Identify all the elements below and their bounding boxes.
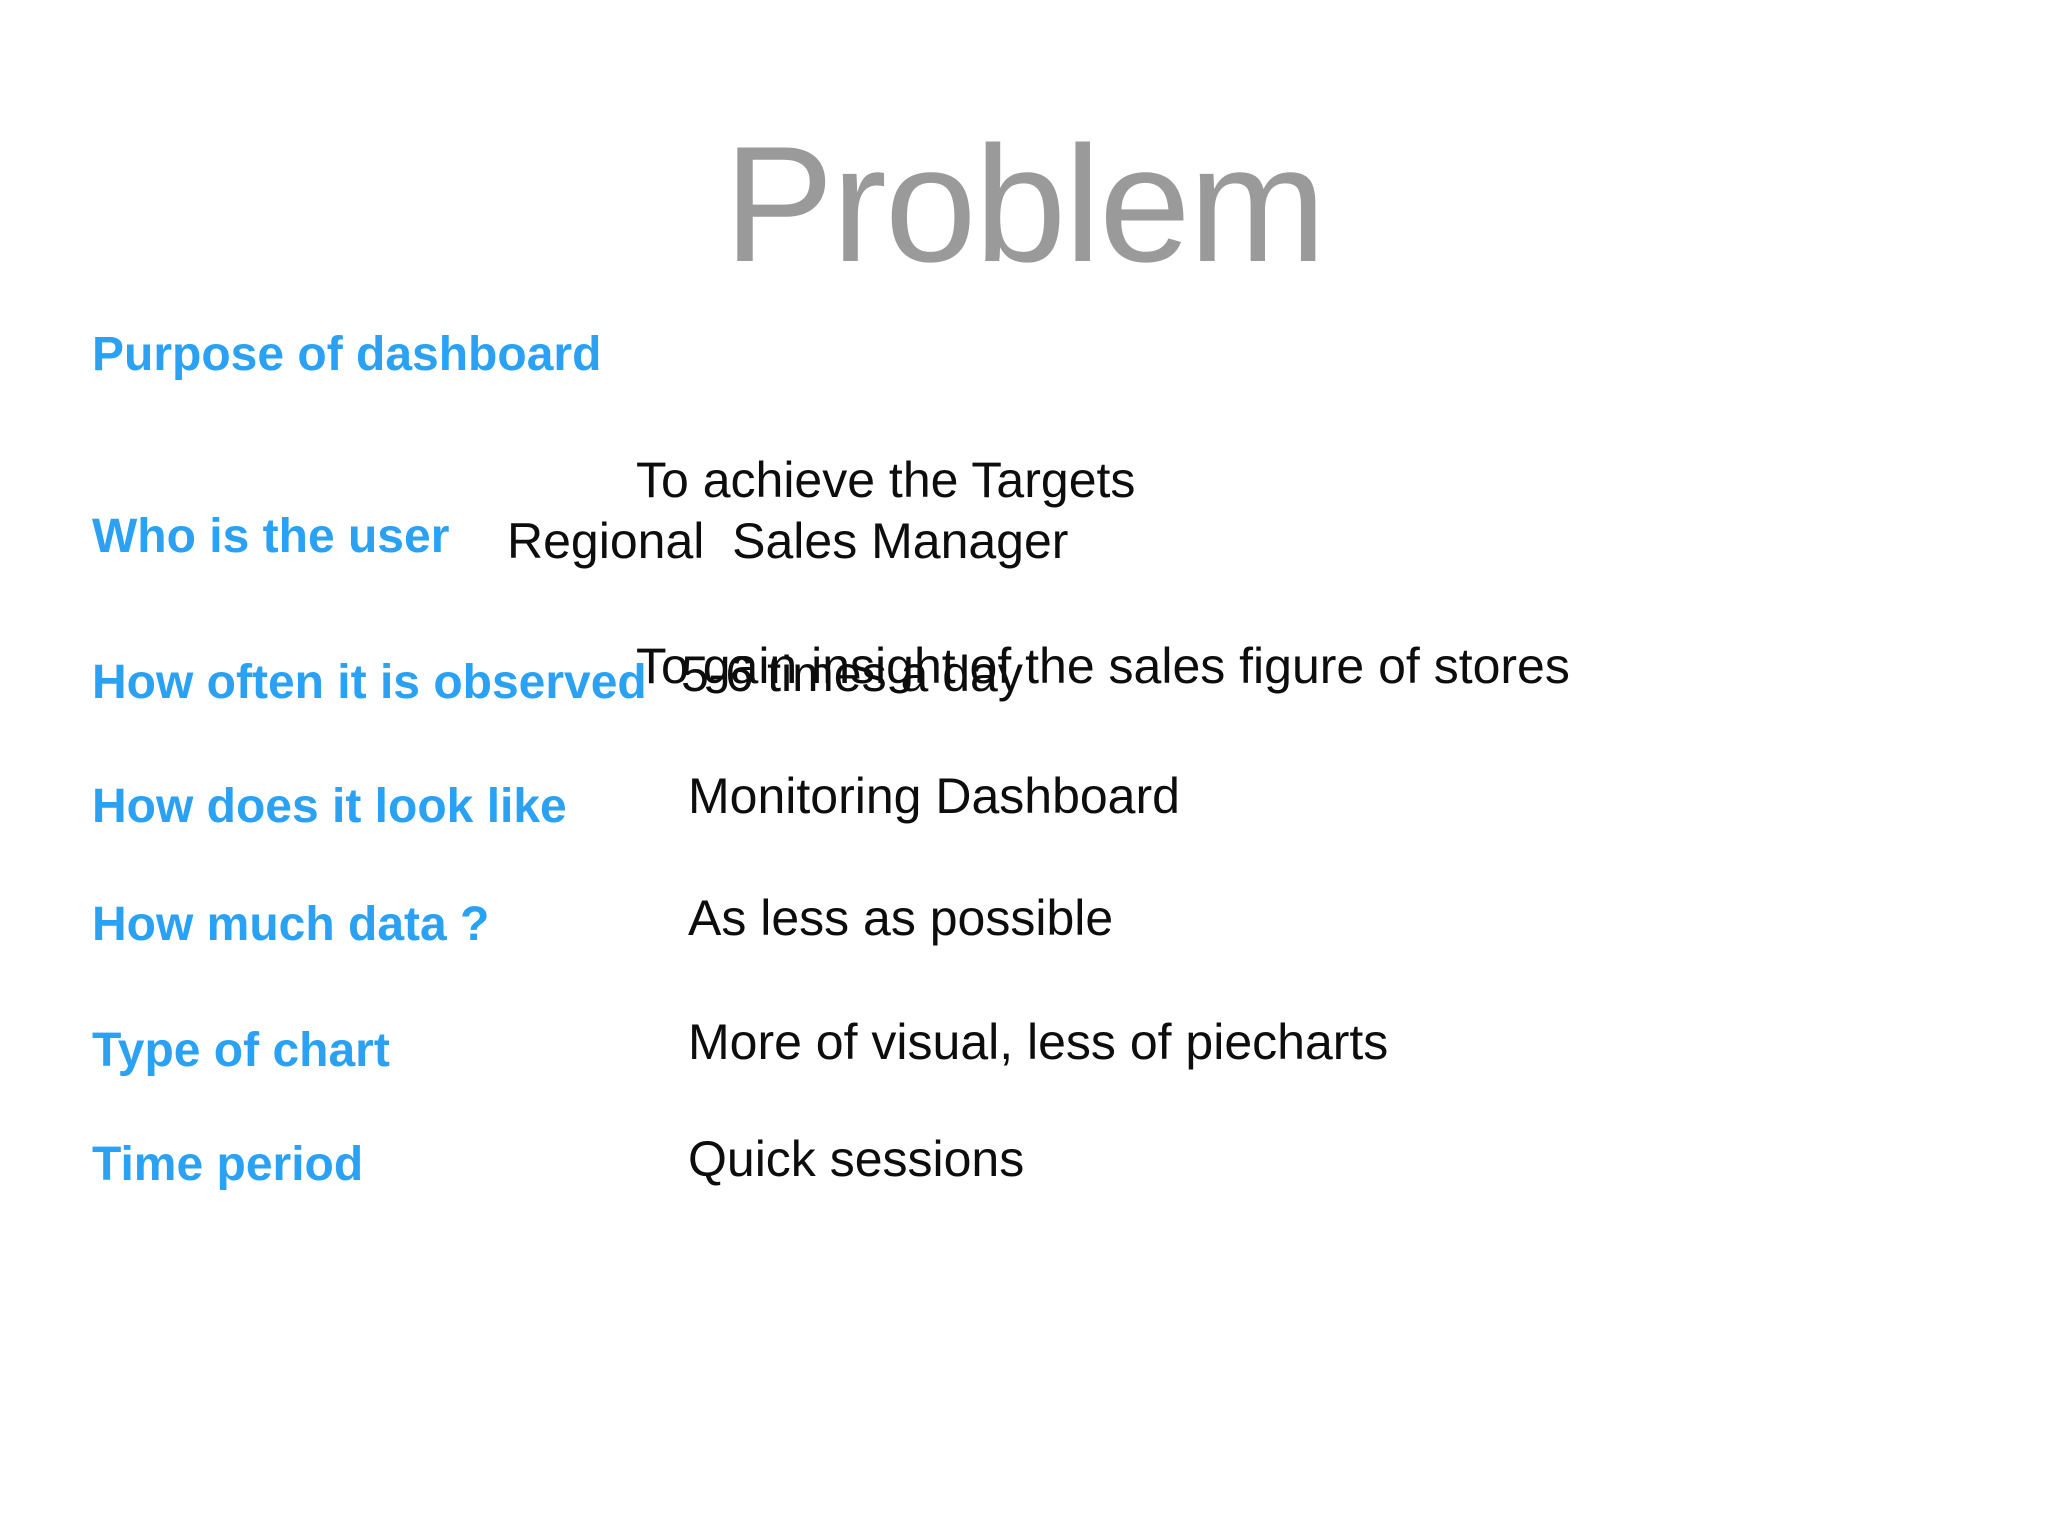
- slide-title: Problem: [723, 112, 1326, 296]
- row-label: Who is the user: [92, 510, 450, 563]
- row-label: Time period: [92, 1138, 364, 1191]
- row-value: Quick sessions: [688, 1131, 1025, 1187]
- row-value: As less as possible: [688, 890, 1114, 946]
- row-label: Purpose of dashboard: [92, 328, 602, 381]
- row-label: How much data ?: [92, 898, 490, 951]
- row-value: To achieve the Targets To gain insight o…: [636, 325, 1570, 821]
- row-value: More of visual, less of piecharts: [688, 1014, 1389, 1070]
- row-label: How often it is observed: [92, 656, 647, 709]
- row-label: How does it look like: [92, 780, 567, 833]
- row-value: 5-6 times a day: [681, 646, 1023, 702]
- row-label: Type of chart: [92, 1024, 390, 1077]
- row-value-line: To achieve the Targets: [636, 452, 1136, 508]
- row-value-line: To gain insight of the sales figure of s…: [636, 638, 1570, 694]
- row-value: Monitoring Dashboard: [688, 768, 1180, 824]
- row-value: Regional Sales Manager: [507, 513, 1069, 569]
